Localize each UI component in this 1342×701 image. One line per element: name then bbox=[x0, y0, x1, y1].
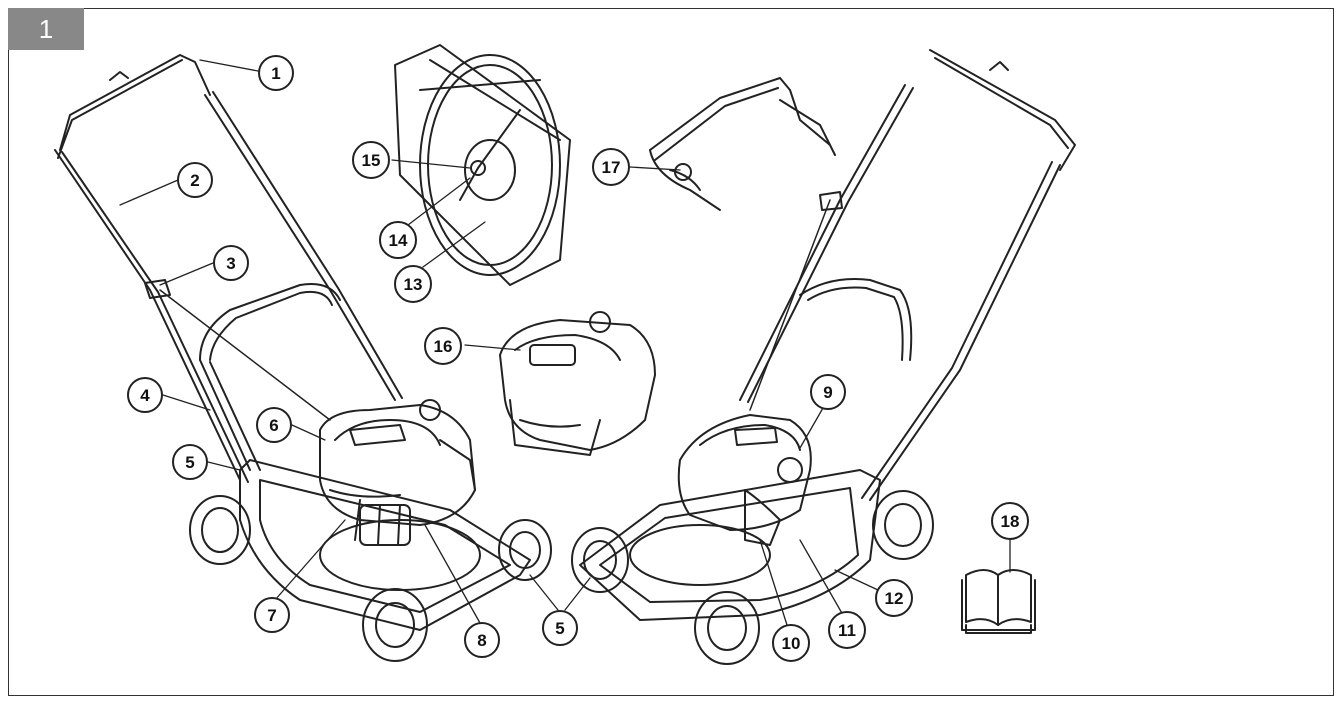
callout-18: 18 bbox=[991, 502, 1029, 540]
callout-9: 9 bbox=[810, 374, 846, 410]
callout-1: 1 bbox=[258, 55, 294, 91]
blade-detail-illustration bbox=[394, 44, 571, 286]
callout-13: 13 bbox=[394, 265, 432, 303]
svg-text:9: 9 bbox=[823, 383, 832, 402]
callout-5-left: 5 bbox=[172, 444, 208, 480]
svg-text:10: 10 bbox=[782, 634, 801, 653]
callout-15: 15 bbox=[352, 141, 390, 179]
callout-12: 12 bbox=[875, 579, 913, 617]
engine-detail-illustration bbox=[499, 311, 656, 456]
right-mower-wheels bbox=[571, 490, 934, 665]
callout-3: 3 bbox=[213, 245, 249, 281]
callout-6: 6 bbox=[256, 407, 292, 443]
svg-text:7: 7 bbox=[267, 606, 276, 625]
figure-frame bbox=[8, 8, 1334, 696]
callout-14: 14 bbox=[379, 221, 417, 259]
callout-4: 4 bbox=[127, 377, 163, 413]
right-mower-illustration bbox=[571, 49, 1076, 665]
svg-text:12: 12 bbox=[885, 589, 904, 608]
svg-text:8: 8 bbox=[477, 631, 486, 650]
left-mower-wheels bbox=[189, 495, 552, 662]
svg-text:18: 18 bbox=[1001, 512, 1020, 531]
callout-11: 11 bbox=[828, 611, 866, 649]
svg-text:17: 17 bbox=[602, 158, 621, 177]
svg-text:15: 15 bbox=[362, 151, 381, 170]
svg-text:1: 1 bbox=[271, 64, 280, 83]
svg-text:4: 4 bbox=[140, 386, 150, 405]
manual-book-icon bbox=[961, 569, 1036, 634]
callout-2: 2 bbox=[177, 162, 213, 198]
svg-text:5: 5 bbox=[555, 619, 564, 638]
svg-text:2: 2 bbox=[190, 171, 199, 190]
svg-text:3: 3 bbox=[226, 254, 235, 273]
svg-text:6: 6 bbox=[269, 416, 278, 435]
svg-text:14: 14 bbox=[389, 231, 408, 250]
svg-text:5: 5 bbox=[185, 453, 194, 472]
figure-number-tab: 1 bbox=[8, 8, 84, 50]
callout-16: 16 bbox=[424, 327, 462, 365]
callout-7: 7 bbox=[254, 597, 290, 633]
callout-leader-lines bbox=[119, 59, 1011, 626]
svg-text:11: 11 bbox=[838, 621, 856, 640]
svg-text:13: 13 bbox=[404, 275, 423, 294]
svg-text:16: 16 bbox=[434, 337, 453, 356]
left-mower-illustration bbox=[54, 54, 552, 662]
callout-17: 17 bbox=[592, 148, 630, 186]
callout-5-right: 5 bbox=[542, 610, 578, 646]
callout-8: 8 bbox=[464, 622, 500, 658]
handle-cable-detail-illustration bbox=[649, 77, 836, 211]
callout-10: 10 bbox=[772, 624, 810, 662]
